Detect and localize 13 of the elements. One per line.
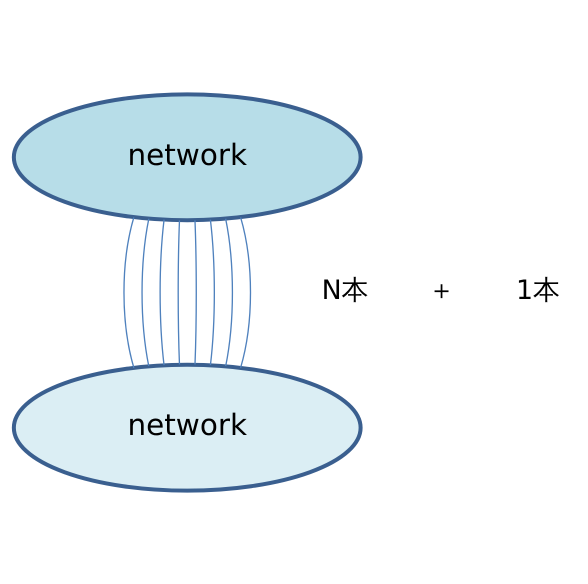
node-ellipse: network [12,362,363,492]
node-ellipse: network [12,92,363,222]
connector [123,216,134,368]
connector [210,219,215,365]
connector [141,218,150,366]
connector [240,216,252,368]
label: 1本 [516,274,560,306]
connector [159,219,165,365]
label: ＋ [428,274,456,306]
connector [178,220,180,364]
connector [225,218,234,366]
label: N本 [322,274,369,306]
connector [194,220,197,364]
